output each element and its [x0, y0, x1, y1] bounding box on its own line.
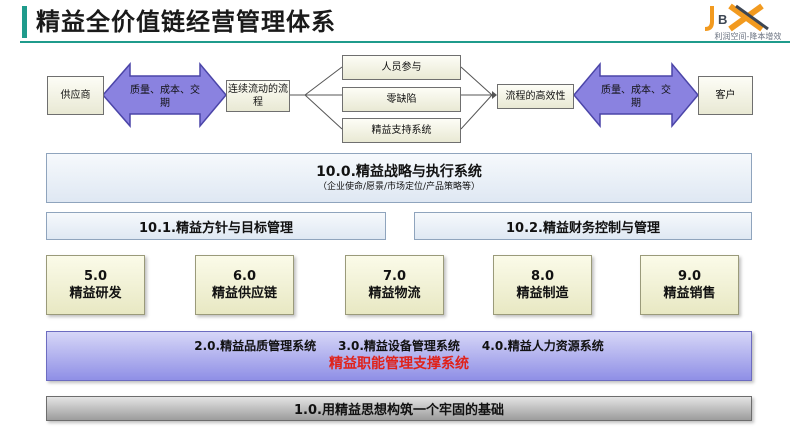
module-card-supply-chain: 6.0 精益供应链: [195, 255, 294, 315]
flow-connectors: [290, 66, 493, 130]
module-card-rnd: 5.0 精益研发: [46, 255, 145, 315]
support-quality: 2.0.精益品质管理系统: [194, 339, 317, 353]
page-title: 精益全价值链经营管理体系: [36, 8, 336, 36]
support-modules-row: 2.0.精益品质管理系统 3.0.精益设备管理系统 4.0.精益人力资源系统: [194, 338, 603, 354]
efficient-flow-box: 流程的高效性: [497, 84, 574, 109]
title-accent-bar: [22, 6, 27, 38]
module-name: 精益研发: [69, 286, 122, 301]
people-box: 人员参与: [342, 55, 461, 80]
strategy-title: 10.0.精益战略与执行系统: [316, 163, 482, 180]
policy-band: 10.1.精益方针与目标管理: [46, 212, 386, 240]
module-card-sales: 9.0 精益销售: [640, 255, 739, 315]
jbx-logo: B: [704, 3, 769, 32]
svg-text:B: B: [718, 12, 727, 27]
module-num: 6.0: [232, 269, 257, 284]
foundation-band: 1.0.用精益思想构筑一个牢固的基础: [46, 396, 752, 421]
logo-tagline: 利润空间-降本增效: [714, 32, 782, 41]
module-card-manufacturing: 8.0 精益制造: [493, 255, 592, 315]
module-name: 精益制造: [516, 286, 569, 301]
value-flow-diagram: [102, 61, 699, 130]
module-name: 精益供应链: [211, 286, 277, 301]
support-system-band: 2.0.精益品质管理系统 3.0.精益设备管理系统 4.0.精益人力资源系统 精…: [46, 331, 752, 381]
module-num: 8.0: [530, 269, 555, 284]
title-divider: [20, 41, 790, 43]
module-num: 9.0: [677, 269, 702, 284]
supplier-box: 供应商: [47, 76, 104, 115]
lean-support-box: 精益支持系统: [342, 118, 461, 143]
left-arrow-label: 质量、成本、交期: [130, 85, 200, 109]
module-num: 7.0: [382, 269, 407, 284]
support-hr: 4.0.精益人力资源系统: [481, 339, 604, 353]
right-arrow-label: 质量、成本、交期: [601, 85, 671, 109]
continuous-flow-box: 连续流动的流程: [226, 80, 290, 112]
support-equipment: 3.0.精益设备管理系统: [338, 339, 460, 353]
module-name: 精益物流: [368, 286, 421, 301]
strategy-band: 10.0.精益战略与执行系统 （企业使命/愿景/市场定位/产品策略等）: [46, 153, 752, 203]
module-name: 精益销售: [663, 286, 716, 301]
customer-box: 客户: [698, 76, 753, 115]
finance-band: 10.2.精益财务控制与管理: [414, 212, 752, 240]
support-title: 精益职能管理支撑系统: [329, 356, 469, 372]
module-card-logistics: 7.0 精益物流: [345, 255, 444, 315]
zero-defect-box: 零缺陷: [342, 87, 461, 112]
strategy-subtitle: （企业使命/愿景/市场定位/产品策略等）: [317, 181, 481, 192]
module-num: 5.0: [83, 269, 108, 284]
